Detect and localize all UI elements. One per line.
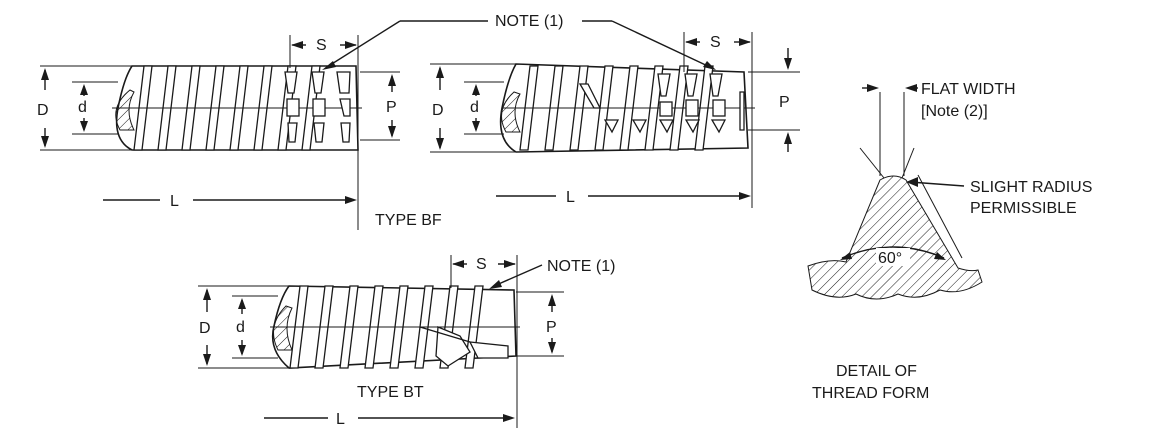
- flute-slots: [284, 71, 351, 143]
- label-detail-line2: THREAD FORM: [812, 385, 929, 402]
- note-1-label-top: NOTE (1): [495, 13, 563, 30]
- break-section: [273, 305, 293, 351]
- note-1-callout-top: NOTE (1): [322, 13, 716, 70]
- label-s: S: [316, 37, 327, 54]
- label-l: L: [336, 411, 345, 428]
- label-angle: 60°: [878, 250, 902, 267]
- label-p: P: [386, 99, 397, 116]
- label-d-minor: d: [470, 99, 479, 116]
- thread-profile: [807, 175, 983, 300]
- label-d-major: D: [37, 102, 49, 119]
- flute-cut: [419, 326, 509, 367]
- thread-form-detail: FLAT WIDTH [Note (2)] SLIGHT RADIUS PERM…: [807, 81, 1092, 402]
- flute-slots: [578, 73, 745, 134]
- break-section: [501, 91, 521, 133]
- label-flat-width: FLAT WIDTH: [921, 81, 1016, 98]
- label-detail-line1: DETAIL OF: [836, 363, 917, 380]
- label-d-major: D: [432, 102, 444, 119]
- label-s: S: [476, 256, 487, 273]
- label-l: L: [170, 193, 179, 210]
- break-section: [115, 89, 135, 131]
- label-type-bt: TYPE BT: [357, 384, 424, 401]
- label-d-minor: d: [78, 99, 87, 116]
- label-slight-radius: SLIGHT RADIUS: [970, 179, 1092, 196]
- note-1-label-bt: NOTE (1): [547, 258, 615, 275]
- label-d-major: D: [199, 320, 211, 337]
- label-flat-width-note: [Note (2)]: [921, 103, 988, 120]
- label-l: L: [566, 189, 575, 206]
- screw-type-bf-right: D d P S L: [430, 32, 800, 208]
- screw-type-bf-left: D d P S L: [37, 35, 400, 230]
- label-s: S: [710, 34, 721, 51]
- label-permissible: PERMISSIBLE: [970, 200, 1077, 217]
- screw-type-bt: D d P S NOTE (1) L: [198, 255, 615, 428]
- label-p: P: [779, 94, 790, 111]
- label-p: P: [546, 319, 557, 336]
- label-d-minor: d: [236, 319, 245, 336]
- label-type-bf: TYPE BF: [375, 212, 442, 229]
